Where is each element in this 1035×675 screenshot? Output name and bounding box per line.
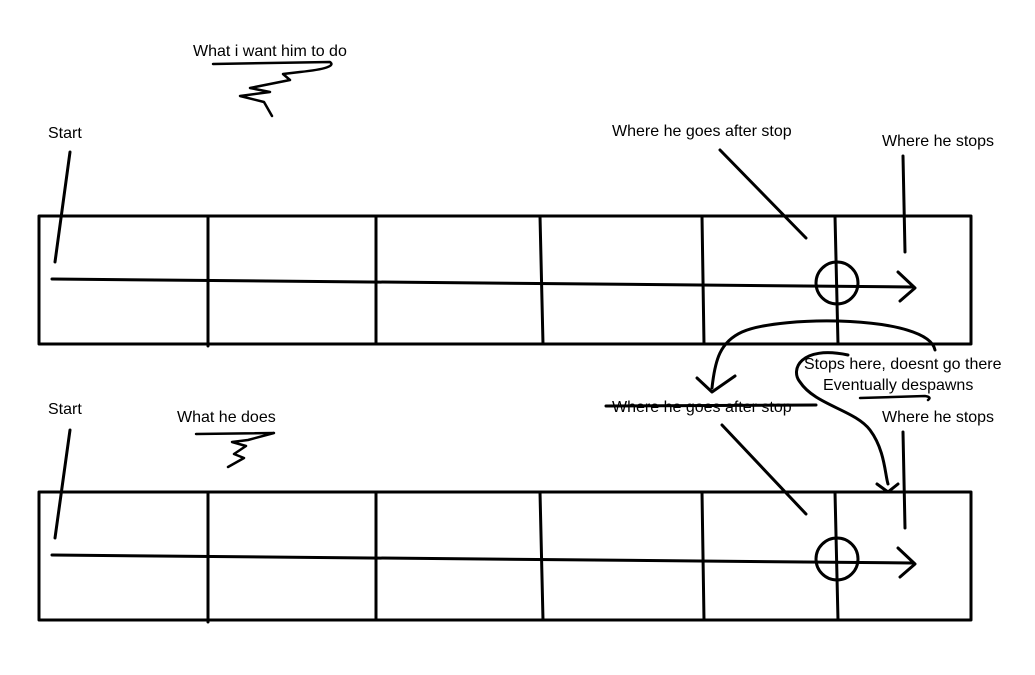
bottom-start-label: Start (48, 401, 82, 418)
annotation-line2-underline (858, 394, 931, 402)
annotation-hook-arrowhead (695, 374, 737, 394)
bottom-start-pointer (53, 428, 72, 540)
bottom-diagram: Start What he does Where he goes after s… (37, 399, 994, 624)
bottom-stop-label: Where he stops (882, 409, 994, 426)
bottom-lane-divider (700, 490, 706, 622)
bottom-heading-underline (194, 431, 276, 469)
top-heading-underline (211, 60, 333, 118)
annotation-hook-arrow (710, 319, 937, 390)
annotation-loop-line (795, 351, 890, 486)
bottom-stop-pointer (901, 430, 907, 530)
bottom-lane-divider (833, 490, 840, 622)
top-stop-label: Where he stops (882, 133, 994, 150)
top-path-line (50, 277, 914, 289)
bottom-after-stop-pointer (720, 423, 808, 516)
bottom-lane-grid (37, 490, 973, 622)
bottom-heading: What he does (177, 409, 276, 426)
annotation-line1: Stops here, doesnt go there (804, 356, 1002, 373)
bottom-stop-marker (814, 536, 860, 582)
top-lane-grid (37, 214, 973, 346)
top-lane-divider (700, 214, 706, 346)
top-lane-divider (538, 214, 545, 346)
strikethrough-line (604, 403, 818, 408)
annotation-group: Stops here, doesnt go there Eventually d… (695, 319, 1002, 494)
bottom-after-stop-label-crossed: Where he goes after stop (612, 399, 792, 416)
top-path-arrowhead (896, 270, 917, 303)
top-after-stop-label: Where he goes after stop (612, 123, 792, 140)
top-start-pointer (53, 150, 72, 264)
top-diagram: What i want him to do Start Where he goe… (37, 43, 994, 348)
annotation-line2: Eventually despawns (823, 377, 973, 394)
top-stop-marker (814, 260, 860, 306)
top-start-label: Start (48, 125, 82, 142)
top-after-stop-pointer (718, 148, 808, 240)
bottom-path-arrowhead (896, 546, 917, 579)
bottom-path-line (50, 553, 914, 565)
top-stop-pointer (901, 154, 907, 254)
bottom-lane-divider (538, 490, 545, 622)
top-lane-divider (833, 214, 840, 346)
top-heading: What i want him to do (193, 43, 347, 60)
